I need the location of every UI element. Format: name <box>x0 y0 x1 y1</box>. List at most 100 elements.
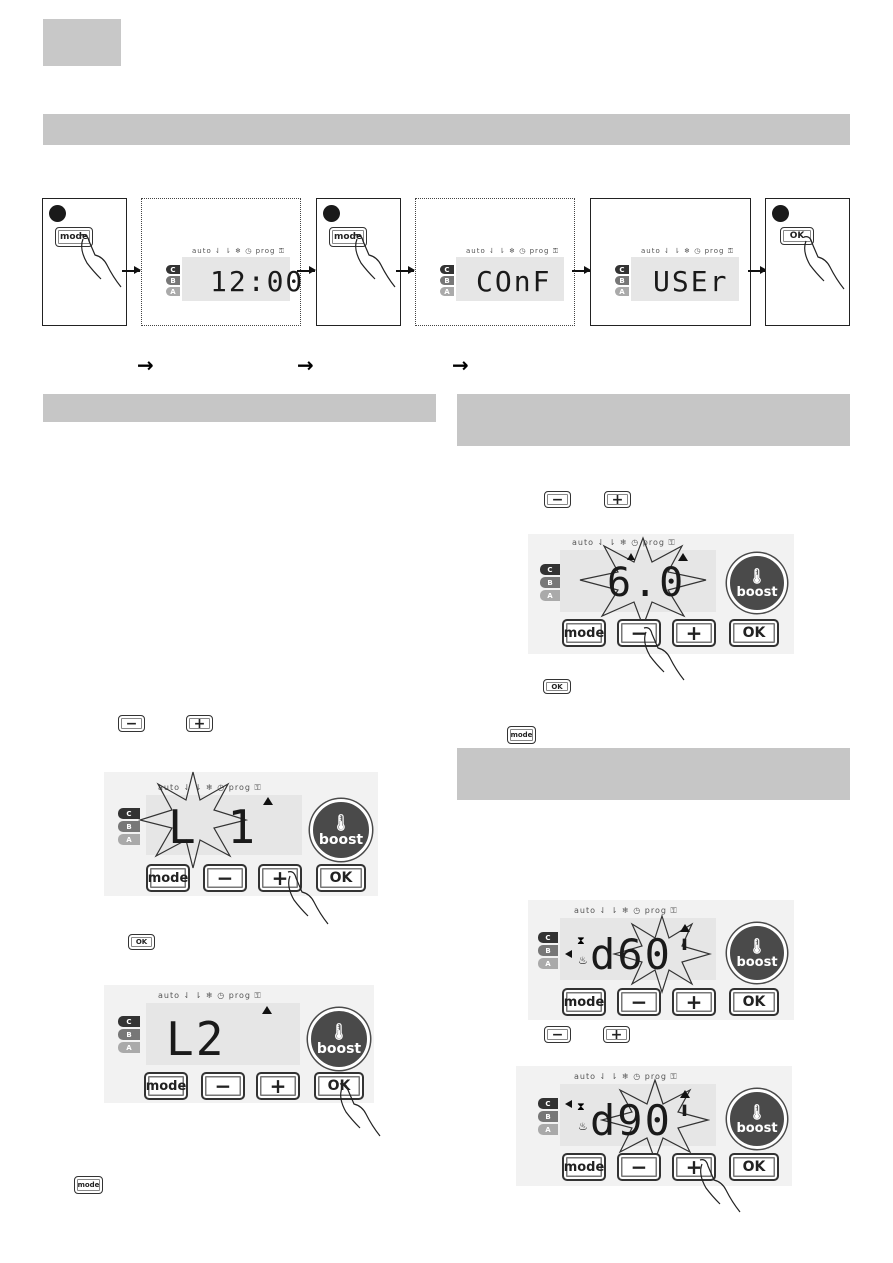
plus-button[interactable]: + <box>603 1026 630 1043</box>
hand-icon <box>803 236 845 290</box>
flame-icon: ♨ <box>578 954 588 967</box>
mode-button[interactable]: mode <box>55 227 93 247</box>
flame-icon: ♨ <box>578 1120 588 1133</box>
minus-button[interactable]: − <box>544 1026 571 1043</box>
ok-button[interactable]: OK <box>780 227 814 245</box>
mode-button[interactable]: mode <box>562 619 606 647</box>
hand-icon <box>643 627 685 681</box>
minus-button[interactable]: − <box>201 1072 245 1100</box>
thermometer-icon: 🌡 <box>747 1102 767 1121</box>
flow-step-2: mode <box>316 198 401 326</box>
hand-icon <box>287 871 329 925</box>
row-pointer-triangle <box>565 950 572 958</box>
minus-button[interactable]: − <box>203 864 247 892</box>
mode-button[interactable]: mode <box>329 227 367 247</box>
ok-button[interactable]: OK <box>314 1072 364 1100</box>
step-number-dot <box>323 205 340 222</box>
thermometer-icon: 🌡 <box>747 936 767 955</box>
flow-arrow <box>572 267 591 273</box>
minus-button[interactable]: − <box>544 491 571 508</box>
plus-button[interactable]: + <box>258 864 302 892</box>
ok-button[interactable]: OK <box>729 988 779 1016</box>
ok-button[interactable]: OK <box>729 1153 779 1181</box>
lcd-screen <box>182 257 290 301</box>
minus-button[interactable]: − <box>617 988 661 1016</box>
minus-button[interactable]: − <box>617 1153 661 1181</box>
lcd-icons: auto ⇃ ⇂ ❄ ◷ prog ⚿ <box>192 247 286 255</box>
plus-button[interactable]: + <box>672 988 716 1016</box>
indicator-triangle <box>627 553 635 560</box>
blink-burst-icon <box>138 771 248 869</box>
boost-button[interactable]: 🌡boost <box>727 1089 787 1149</box>
thermometer-icon: 🌡 <box>330 812 352 832</box>
hourglass-icon: ⧗ <box>577 934 585 947</box>
mode-button[interactable]: mode <box>74 1176 103 1194</box>
plus-button[interactable]: + <box>256 1072 300 1100</box>
boost-button[interactable]: 🌡boost <box>310 799 372 861</box>
lcd-icons: auto ⇃ ⇂ ❄ ◷ prog ⚿ <box>574 1072 678 1081</box>
ok-button[interactable]: OK <box>316 864 366 892</box>
ok-button[interactable]: OK <box>128 934 155 950</box>
lcd-icons: auto ⇃ ⇂ ❄ ◷ prog ⚿ <box>158 991 262 1000</box>
minus-button[interactable]: − <box>118 715 145 732</box>
boost-button[interactable]: 🌡boost <box>727 923 787 983</box>
mode-button[interactable]: mode <box>507 726 536 744</box>
row-arrow: → <box>297 353 314 377</box>
ok-button[interactable]: OK <box>729 619 779 647</box>
row-arrow: → <box>137 353 154 377</box>
lcd-value: L2 <box>166 1012 226 1066</box>
plus-button[interactable]: + <box>604 491 631 508</box>
lcd-value: L 1 <box>168 800 258 854</box>
lcd-value: 6.0 <box>607 560 686 606</box>
lcd-icons: auto ⇃ ⇂ ❄ ◷ prog ⚿ <box>572 538 676 547</box>
plus-button[interactable]: + <box>672 619 716 647</box>
mode-button[interactable]: mode <box>562 1153 606 1181</box>
lcd-screen <box>146 1003 300 1065</box>
hourglass-icon: ⧗ <box>577 1100 585 1113</box>
flow-step-1: mode <box>42 198 127 326</box>
step-number-dot <box>772 205 789 222</box>
mode-button[interactable]: mode <box>144 1072 188 1100</box>
lcd-icons: auto ⇃ ⇂ ❄ ◷ prog ⚿ <box>641 247 735 255</box>
lcd-value: COnF <box>476 265 552 298</box>
boost-button[interactable]: 🌡boost <box>727 553 787 613</box>
thermometer-icon: 🌡 <box>328 1021 350 1041</box>
section-band-right-2 <box>457 748 850 800</box>
mode-button[interactable]: mode <box>562 988 606 1016</box>
flow-arrow <box>122 267 141 273</box>
lcd-value: d90' <box>590 1096 700 1145</box>
thermometer-icon: 🌡 <box>747 566 767 585</box>
blink-burst-icon <box>612 914 712 994</box>
ok-button[interactable]: OK <box>543 679 571 694</box>
hand-icon <box>354 234 396 288</box>
indicator-triangle <box>680 1090 690 1098</box>
flow-arrow <box>297 267 316 273</box>
hand-icon <box>339 1083 381 1137</box>
indicator-triangle <box>263 797 273 805</box>
mode-button[interactable]: mode <box>146 864 190 892</box>
indicator-triangle <box>262 1006 272 1014</box>
step-number-dot <box>49 205 66 222</box>
lcd-icons: auto ⇃ ⇂ ❄ ◷ prog ⚿ <box>158 783 262 792</box>
hand-icon <box>80 234 122 288</box>
flow-step-3: OK <box>765 198 850 326</box>
lcd-icons: auto ⇃ ⇂ ❄ ◷ prog ⚿ <box>466 247 560 255</box>
section-band-top <box>43 114 850 145</box>
lcd-screen <box>631 257 739 301</box>
section-band-right-1 <box>457 394 850 446</box>
lcd-value: USEr <box>653 265 729 298</box>
row-pointer-triangle <box>565 1100 572 1108</box>
lcd-value: 12:00 <box>210 265 305 298</box>
minus-button[interactable]: − <box>617 619 661 647</box>
plus-button[interactable]: + <box>186 715 213 732</box>
flow-arrow <box>748 267 767 273</box>
boost-button[interactable]: 🌡boost <box>308 1008 370 1070</box>
